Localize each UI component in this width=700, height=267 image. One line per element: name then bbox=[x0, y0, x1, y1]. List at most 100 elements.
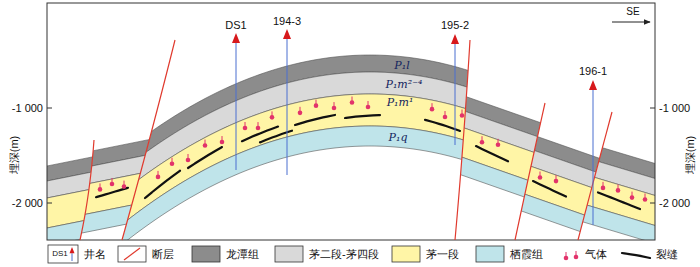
legend-text: 茅一段 bbox=[426, 249, 459, 260]
formation-label: P₁m²⁻⁴ bbox=[386, 79, 423, 90]
direction-label: SE bbox=[626, 7, 639, 17]
gas-dot bbox=[122, 184, 127, 189]
legend-text: 茅二段-茅四段 bbox=[309, 249, 379, 260]
gas-dot bbox=[156, 175, 161, 180]
well-track bbox=[236, 43, 237, 170]
fault-line bbox=[80, 140, 94, 240]
fracture-line bbox=[242, 127, 278, 142]
direction-arrow bbox=[612, 22, 650, 23]
fault-line bbox=[455, 40, 470, 240]
gas-dot bbox=[430, 107, 435, 112]
legend-swatches bbox=[48, 245, 650, 263]
well-group bbox=[232, 29, 597, 225]
well-name: 196-1 bbox=[579, 66, 607, 77]
fault-block bbox=[40, 0, 665, 261]
legend-text: 裂缝 bbox=[656, 249, 678, 260]
formation-label: P₁q bbox=[389, 132, 408, 143]
well-track bbox=[287, 39, 288, 175]
stratum-band bbox=[40, 0, 665, 199]
depth-tick: -2 000 bbox=[659, 198, 690, 209]
gas-dot bbox=[98, 187, 103, 192]
axis-tick bbox=[47, 108, 52, 109]
legend-swatch bbox=[476, 246, 504, 262]
axis-title: 埋深(m) bbox=[9, 136, 20, 175]
fracture-line bbox=[96, 188, 128, 197]
axis-tick bbox=[47, 203, 52, 204]
gas-dot bbox=[110, 182, 115, 187]
legend-fault-line bbox=[124, 248, 140, 260]
gas-dot bbox=[460, 113, 465, 118]
gas-dot bbox=[314, 103, 319, 108]
legend-box bbox=[48, 245, 78, 263]
gas-dot bbox=[643, 197, 648, 202]
gas-dot bbox=[554, 179, 559, 184]
stratum-band bbox=[40, 0, 665, 243]
fracture-line bbox=[345, 115, 380, 118]
axis-title: 埋深(m) bbox=[685, 136, 696, 175]
formation-label: P₁l bbox=[394, 60, 409, 71]
legend-sample bbox=[476, 246, 504, 262]
gas-dot bbox=[496, 143, 501, 148]
fault-block bbox=[40, 0, 665, 246]
gas-dot bbox=[332, 106, 337, 111]
well-track bbox=[593, 90, 594, 225]
well-track bbox=[72, 253, 73, 261]
gas-dot bbox=[616, 188, 621, 193]
legend-text: 栖霞组 bbox=[510, 249, 543, 260]
gas-dot bbox=[243, 126, 248, 131]
well-name: 195-2 bbox=[441, 20, 469, 31]
legend-swatch bbox=[392, 246, 420, 262]
legend-sample bbox=[48, 245, 78, 263]
gas-dot bbox=[538, 175, 543, 180]
gas-dot bbox=[270, 115, 275, 120]
fracture-line bbox=[533, 181, 566, 197]
fracture-line bbox=[476, 146, 508, 161]
legend-sample bbox=[392, 246, 420, 262]
legend-text: 龙潭组 bbox=[226, 249, 259, 260]
gas-dot bbox=[298, 111, 303, 116]
fracture-group bbox=[96, 115, 640, 209]
gas-dot bbox=[350, 100, 355, 105]
legend-text: 井名 bbox=[84, 249, 106, 260]
legend-sample bbox=[192, 246, 220, 262]
well-head bbox=[283, 29, 291, 39]
gas-dot bbox=[443, 115, 448, 120]
strata-group bbox=[40, 0, 665, 267]
well-name: 194-3 bbox=[273, 16, 301, 27]
legend-swatch bbox=[275, 246, 303, 262]
legend-fracture-line bbox=[622, 253, 650, 258]
formation-label: P₁m¹ bbox=[387, 97, 414, 108]
legend-sample bbox=[622, 253, 650, 258]
gas-dot bbox=[366, 105, 371, 110]
gas-dot bbox=[601, 186, 606, 191]
gas-dot bbox=[256, 126, 261, 131]
legend-text: 断层 bbox=[152, 249, 174, 260]
fracture-line bbox=[295, 115, 335, 125]
well-name: DS1 bbox=[225, 20, 246, 31]
well-head bbox=[70, 247, 75, 253]
fault-line bbox=[515, 103, 545, 240]
gas-dot bbox=[630, 195, 635, 200]
fault-line bbox=[578, 112, 612, 240]
gas-dot bbox=[203, 143, 208, 148]
fault-block bbox=[40, 0, 665, 247]
section-frame bbox=[47, 3, 655, 240]
fracture-line bbox=[598, 192, 640, 209]
well-head bbox=[589, 80, 597, 90]
legend-box bbox=[118, 246, 146, 262]
gas-dot bbox=[574, 255, 579, 260]
well-head bbox=[451, 34, 459, 44]
legend-sample bbox=[564, 251, 579, 260]
depth-tick: -2 000 bbox=[12, 198, 43, 209]
gas-dot bbox=[186, 158, 191, 163]
legend-sample bbox=[118, 246, 146, 262]
well-track bbox=[455, 44, 456, 145]
depth-tick: -1 000 bbox=[12, 103, 43, 114]
stratum-band bbox=[40, 0, 665, 182]
gas-dot bbox=[564, 256, 569, 261]
fault-line bbox=[122, 40, 175, 240]
gas-group bbox=[98, 97, 648, 202]
legend-swatch bbox=[192, 246, 220, 262]
